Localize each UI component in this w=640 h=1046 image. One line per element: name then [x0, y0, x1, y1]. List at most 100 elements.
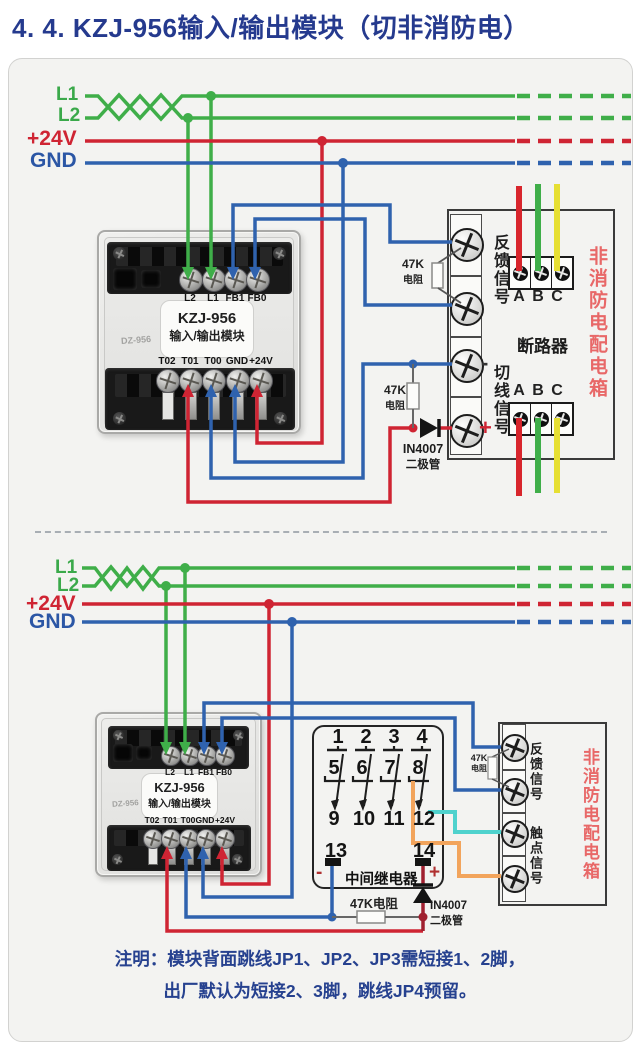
relay-pin-14: 14 — [412, 840, 436, 862]
phase-a-label: A — [513, 382, 525, 399]
strip-divider — [503, 769, 525, 771]
phase-c-label: C — [551, 288, 563, 305]
module-nameplate: KZJ-956 输入/输出模块 — [160, 300, 254, 358]
mount-screw — [113, 730, 124, 741]
relay-pin-8: 8 — [412, 757, 424, 779]
terminal-screw-t02 — [156, 369, 180, 393]
relay-pin-7: 7 — [384, 757, 396, 779]
spade-tab — [185, 392, 197, 420]
mount-screw — [113, 247, 126, 260]
resistor-value: 47K — [383, 383, 406, 397]
socket — [113, 744, 133, 762]
panel-screw-contact-2 — [501, 865, 529, 893]
phase-a-label: A — [513, 288, 525, 305]
bus-label-gnd: GND — [29, 610, 76, 633]
bus-label-l2: L2 — [57, 575, 80, 596]
panel-screw-cut-plus — [450, 414, 484, 448]
section-divider — [35, 531, 607, 533]
diode-label-bottom: IN4007 二极管 — [430, 900, 482, 928]
module-name: 输入/输出模块 — [169, 329, 245, 343]
note-line-1: 注明：模块背面跳线JP1、JP2、JP3需短接1、2脚， — [114, 949, 526, 969]
module-model: KZJ-956 — [177, 310, 237, 327]
bus-label-gnd: GND — [30, 149, 77, 172]
resistor-unit: 电阻 — [403, 275, 423, 286]
abc-screw — [554, 265, 570, 281]
terminal-label: T00 — [180, 815, 196, 825]
breaker-label: 断路器 — [517, 337, 568, 356]
strip-divider — [451, 396, 481, 398]
module-name: 输入/输出模块 — [148, 799, 211, 810]
resistor-unit: 电阻 — [471, 764, 487, 773]
bus-label-24v: +24V — [26, 592, 76, 615]
mount-screw — [233, 730, 244, 741]
phase-b-label: B — [532, 288, 544, 305]
terminal-label: T02 — [158, 356, 176, 367]
strip-divider — [451, 336, 481, 338]
resistor-label-2: 47K 电阻 — [378, 383, 412, 412]
relay-pin-2: 2 — [360, 726, 372, 748]
terminal-screw-fb1 — [224, 268, 248, 292]
terminal-screw-l2 — [161, 746, 181, 766]
mount-screw — [273, 247, 286, 260]
terminal-label: T01 — [162, 815, 178, 825]
relay-pin-12: 12 — [412, 808, 436, 830]
spade-tab — [208, 392, 220, 420]
io-module-top: L2 L1 FB1 FB0 KZJ-956 输入/输出模块 DZ-956 T02… — [97, 230, 301, 434]
socket — [113, 268, 137, 290]
relay-name: 中间继电器 — [345, 872, 418, 888]
bus-label-24v: +24V — [27, 127, 77, 150]
minus-sign: - — [481, 350, 489, 375]
resistor-value: 47K — [401, 257, 424, 271]
relay-pin-10: 10 — [352, 808, 376, 830]
terminal-screw-t01 — [161, 829, 181, 849]
cutline-signal-label: 切线信号 — [491, 364, 508, 436]
relay-pin-3: 3 — [388, 726, 400, 748]
terminal-screw-24v — [249, 369, 273, 393]
abc-cell — [552, 404, 572, 434]
feedback-signal-label: 反馈信号 — [491, 234, 508, 306]
terminal-label: FB1 — [225, 293, 245, 304]
terminal-label: T00 — [204, 356, 222, 367]
resistor-value: 47K — [470, 753, 488, 763]
panel-screw-contact-1 — [501, 820, 529, 848]
panel-screw-cut-minus — [450, 349, 484, 383]
spade-tab — [255, 392, 267, 420]
module-model: KZJ-956 — [154, 780, 205, 795]
spade-tab — [232, 392, 244, 420]
panel-screw-feedback-2 — [450, 292, 484, 326]
terminal-label: GND — [195, 815, 215, 825]
terminal-label: T01 — [181, 356, 199, 367]
abc-terminal-block-upper — [508, 256, 574, 290]
relay-plus: + — [429, 862, 441, 883]
bus-label-l2: L2 — [58, 105, 81, 126]
abc-cell — [531, 258, 552, 288]
mount-screw — [274, 412, 287, 425]
relay-box — [312, 725, 444, 889]
relay-pin-11: 11 — [383, 808, 405, 830]
feedback-signal-label: 反馈信号 — [528, 742, 543, 802]
terminal-label: L1 — [207, 293, 219, 304]
mount-screw — [113, 412, 126, 425]
resistor-label-3: 47K 电阻 — [466, 753, 492, 774]
terminal-label: +24V — [249, 356, 273, 367]
panel-screw-feedback-2 — [501, 778, 529, 806]
abc-cell — [531, 404, 552, 434]
spade-tab — [162, 392, 174, 420]
relay-pin-5: 5 — [328, 757, 340, 779]
socket — [136, 746, 152, 760]
terminal-screw-gnd — [196, 829, 216, 849]
mount-screw — [112, 854, 123, 865]
abc-screw — [512, 265, 528, 281]
relay-pin-9: 9 — [328, 808, 340, 830]
box-name-top: 非消防电配电箱 — [586, 246, 607, 400]
terminal-label: L2 — [184, 293, 196, 304]
terminal-screw-fb0 — [246, 268, 270, 292]
abc-screw — [533, 411, 549, 427]
resistor-label-relay: 47K电阻 — [350, 897, 398, 911]
resistor-label-1: 47K 电阻 — [396, 257, 430, 286]
diode-name: 二极管 — [405, 459, 441, 471]
phase-c-label: C — [551, 382, 563, 399]
box-name-bottom: 非消防电配电箱 — [580, 748, 599, 881]
terminal-label: FB0 — [247, 293, 267, 304]
socket — [141, 270, 161, 288]
